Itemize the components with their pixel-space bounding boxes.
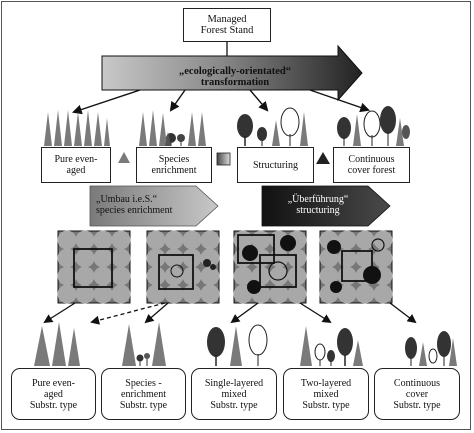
crown-circle xyxy=(146,284,166,304)
crown-circle xyxy=(182,248,202,268)
final-trees-pure xyxy=(34,322,80,366)
crown-circle xyxy=(269,266,289,286)
stage1-pure-even-aged-box: Pure even- aged xyxy=(41,147,111,183)
transformation-banner xyxy=(101,44,363,102)
crown-circle xyxy=(111,230,131,250)
final-continuous-cover-box: Continuous cover Substr. type xyxy=(374,368,460,420)
broadleaf-crown xyxy=(203,259,211,267)
stage1-structuring-box: Structuring xyxy=(237,147,314,183)
broadleaf-crown xyxy=(242,245,258,261)
map-arrows xyxy=(43,302,417,325)
stage1-species-enrichment-box: Species enrichment xyxy=(136,147,212,183)
broadleaf-crown xyxy=(371,238,385,252)
ueberfuehrung-arrow xyxy=(261,185,391,227)
final-trees-continuous xyxy=(405,331,457,366)
crown-circle xyxy=(93,284,113,304)
crown-circle xyxy=(93,230,113,250)
crown-circle xyxy=(319,266,339,286)
broadleaf-crown xyxy=(363,266,381,284)
crown-circle xyxy=(146,248,166,268)
map-inner-frame xyxy=(259,254,297,288)
crown-circle xyxy=(200,284,220,304)
crown-circle xyxy=(57,230,77,250)
crown-circle xyxy=(75,230,95,250)
crown-circle xyxy=(373,230,393,250)
final-trees-two xyxy=(300,326,363,366)
broadleaf-crown xyxy=(170,264,184,278)
broadleaf-crown xyxy=(330,281,342,293)
crown-circle xyxy=(337,284,357,304)
broadleaf-crown xyxy=(280,235,296,251)
crown-circle xyxy=(164,230,184,250)
crown-circle xyxy=(233,266,253,286)
crown-circle xyxy=(111,284,131,304)
final-trees-species xyxy=(122,322,166,366)
crown-circle xyxy=(355,230,375,250)
crown-circle xyxy=(182,230,202,250)
crown-circle xyxy=(75,284,95,304)
broadleaf-crown xyxy=(210,264,216,270)
crown-circle xyxy=(57,284,77,304)
crown-circle xyxy=(164,248,184,268)
final-species-enrichment-box: Species - enrichment Substr. type xyxy=(101,368,186,420)
crown-circle xyxy=(57,266,77,286)
crown-circle xyxy=(111,266,131,286)
crown-circle xyxy=(355,284,375,304)
umbau-arrow xyxy=(89,185,219,227)
banner-arrows xyxy=(72,89,370,115)
stage1-trees-species xyxy=(139,110,206,146)
broadleaf-crown xyxy=(268,261,288,281)
final-single-layered-box: Single-layered mixed Substr. type xyxy=(191,368,277,420)
final-trees-single xyxy=(207,324,268,366)
crown-circle xyxy=(75,248,95,268)
crown-circle xyxy=(287,266,307,286)
gradient-square-marker xyxy=(216,152,231,166)
crown-circle xyxy=(337,230,357,250)
crown-circle xyxy=(146,230,166,250)
map-inner-frame xyxy=(237,234,275,264)
crown-circle xyxy=(182,284,202,304)
stage1-continuous-cover-box: Continuous cover forest xyxy=(333,147,410,183)
crown-circle xyxy=(57,248,77,268)
transformation-banner-label: „ecologically-orientated“ transformation xyxy=(179,66,291,88)
map-inner-frame xyxy=(73,248,113,288)
crown-circle xyxy=(287,284,307,304)
final-pure-even-aged-box: Pure even- aged Substr. type xyxy=(11,368,96,420)
crown-circle xyxy=(269,284,289,304)
stage1-trees-pure xyxy=(44,110,110,146)
crown-circle xyxy=(373,248,393,268)
crown-circle xyxy=(287,248,307,268)
crown-circle xyxy=(93,266,113,286)
broadleaf-crown xyxy=(327,240,341,254)
crown-circle xyxy=(111,248,131,268)
triangle-marker-1 xyxy=(118,152,130,163)
map-inner-frame xyxy=(158,254,194,290)
crown-circle xyxy=(355,248,375,268)
triangle-marker-2 xyxy=(316,152,330,164)
umbau-arrow-label: „Umbau i.e.S.“ species enrichment xyxy=(96,194,173,216)
crown-maps xyxy=(57,230,393,304)
stage1-trees-continuous xyxy=(337,106,410,146)
crown-circle xyxy=(373,284,393,304)
stage1-trees-structuring xyxy=(237,107,308,146)
managed-forest-stand-box: Managed Forest Stand xyxy=(183,8,271,42)
ueberfuehrung-arrow-label: „Überführung“ structuring xyxy=(287,194,349,216)
final-two-layered-box: Two-layered mixed Substr. type xyxy=(283,368,369,420)
crown-circle xyxy=(200,230,220,250)
broadleaf-crown xyxy=(247,280,261,294)
crown-circle xyxy=(337,266,357,286)
crown-circle xyxy=(182,266,202,286)
crown-circle xyxy=(75,266,95,286)
crown-circle xyxy=(93,248,113,268)
crown-circle xyxy=(200,266,220,286)
crown-circle xyxy=(164,284,184,304)
crown-circle xyxy=(146,266,166,286)
